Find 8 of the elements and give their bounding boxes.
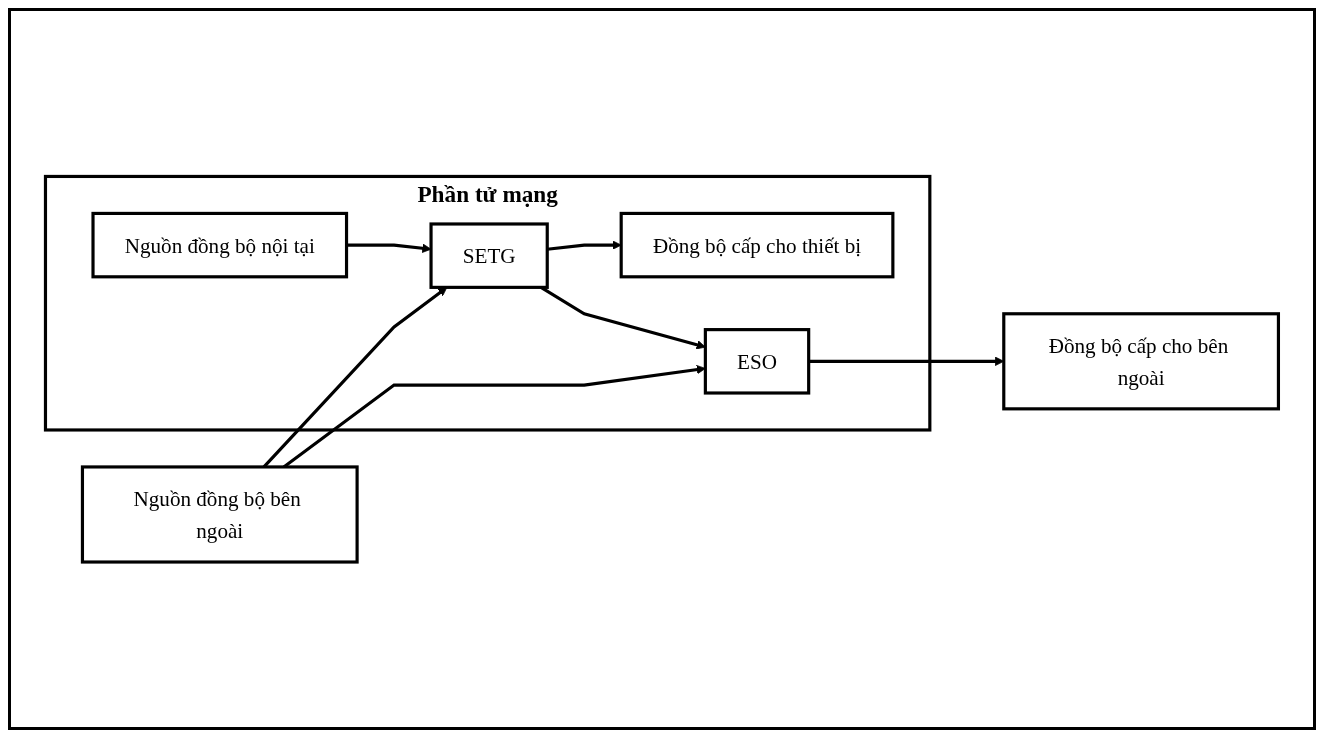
node-box [429,222,549,289]
node-box [91,211,349,279]
node-box [619,211,895,279]
node-box [1002,311,1281,411]
node-box [703,327,811,395]
frame-border: Phần tử mạng SETG Đồng bộ cấp cho thiết bị ESO Nguồn đồng bộ nội tại Đồng bộ cấp cho bên ngoài Nguồn đồng bộ bên ngoài [8,8,1316,730]
node-box [80,465,359,564]
cluster [43,174,932,432]
